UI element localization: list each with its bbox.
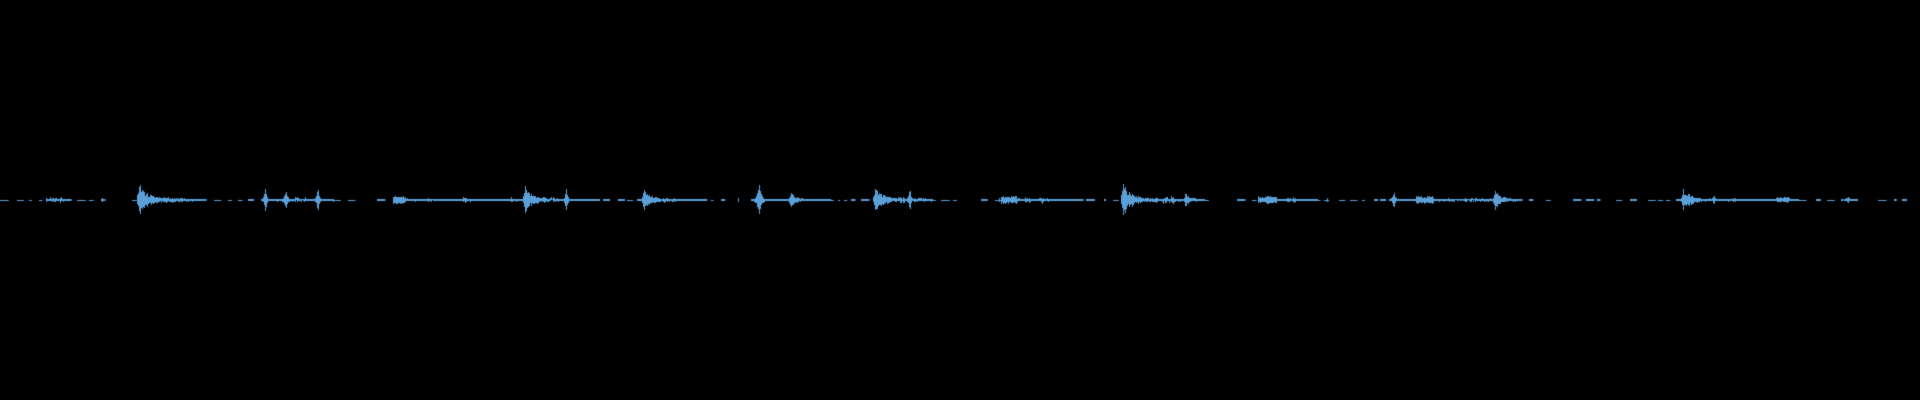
audio-waveform[interactable] — [0, 0, 1920, 400]
waveform-view — [0, 0, 1920, 400]
